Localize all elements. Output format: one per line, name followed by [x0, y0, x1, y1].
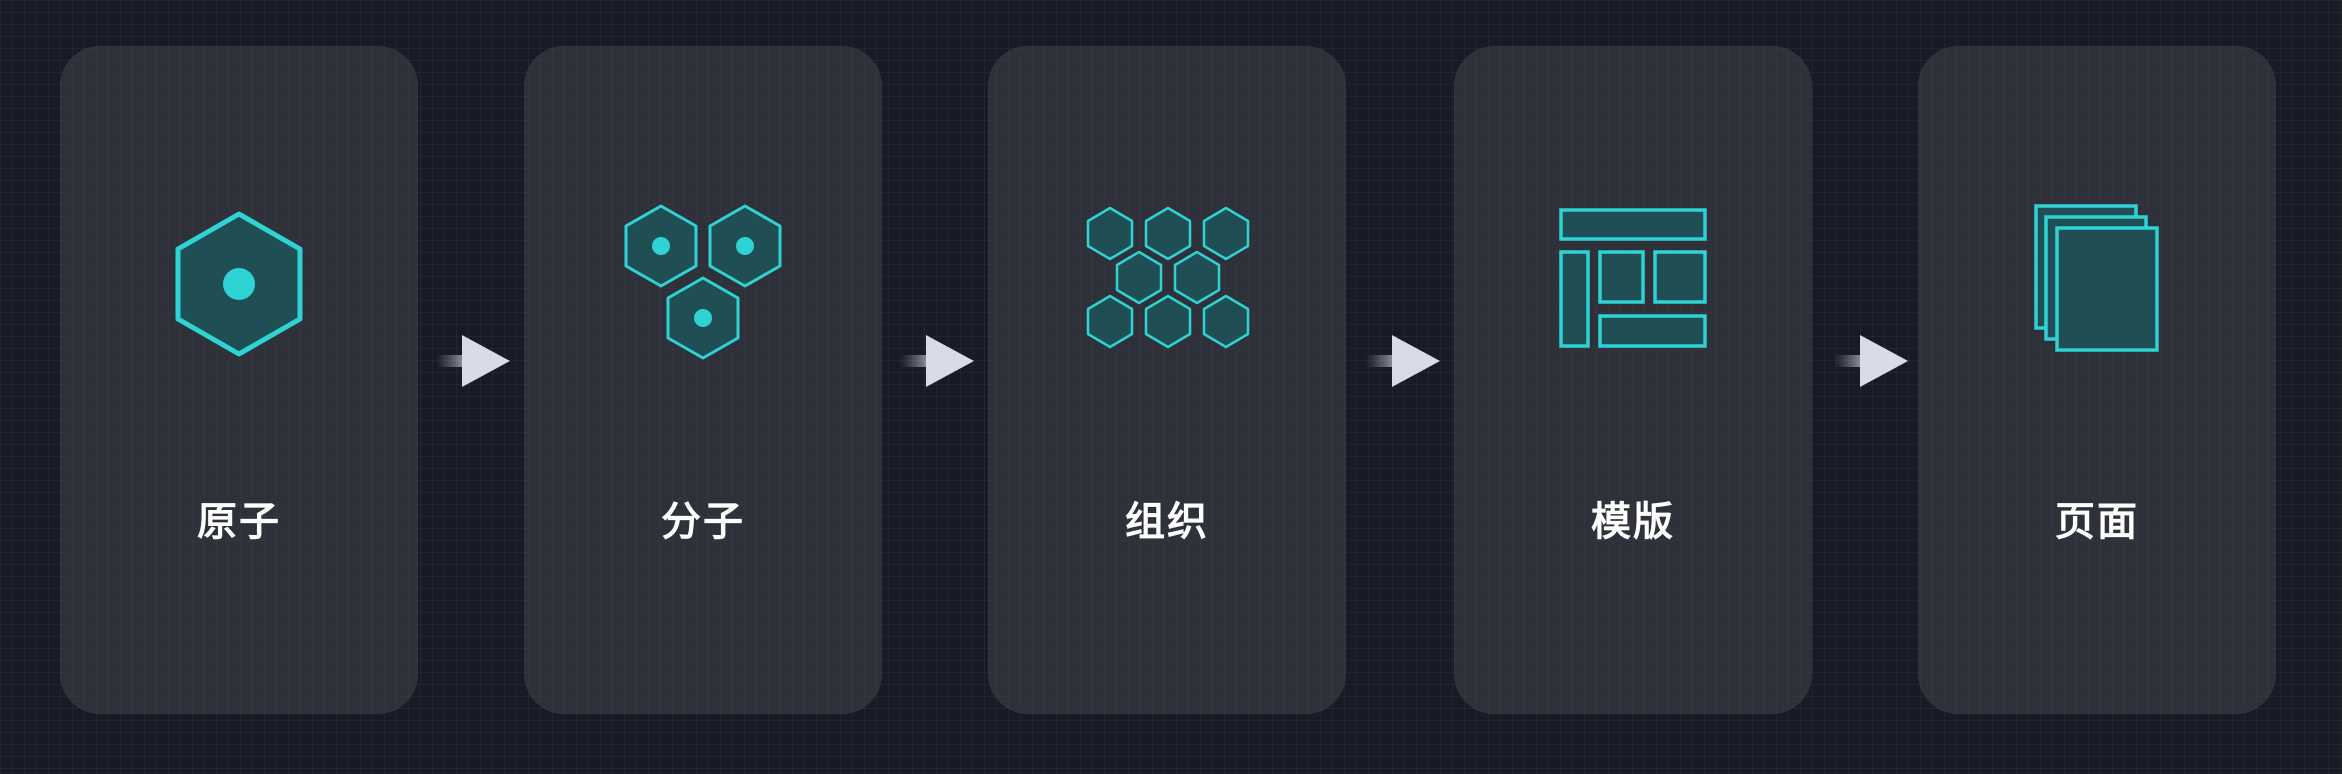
stage-label: 原子	[197, 499, 281, 545]
arrow-right-icon	[436, 335, 510, 387]
stage-label: 页面	[2055, 499, 2139, 545]
template-layout-icon	[1559, 208, 1707, 348]
arrow-right-icon	[1834, 335, 1908, 387]
arrow-right-icon	[900, 335, 974, 387]
stage-card-template: 模版	[1454, 46, 1812, 714]
organism-hexagon-grid-icon	[1086, 206, 1250, 349]
stage-card-organism: 组织	[988, 46, 1346, 714]
page-stack-icon	[2034, 204, 2159, 352]
arrow-right-icon	[1366, 335, 1440, 387]
stage-card-atom: 原子	[60, 46, 418, 714]
stage-card-molecule: 分子	[524, 46, 882, 714]
stage-label: 模版	[1591, 499, 1675, 545]
stage-label: 组织	[1125, 499, 1209, 545]
stage-card-page: 页面	[1918, 46, 2276, 714]
molecule-hexagons-icon	[624, 204, 782, 360]
stage-label: 分子	[661, 499, 745, 545]
atom-hexagon-icon	[175, 211, 303, 357]
